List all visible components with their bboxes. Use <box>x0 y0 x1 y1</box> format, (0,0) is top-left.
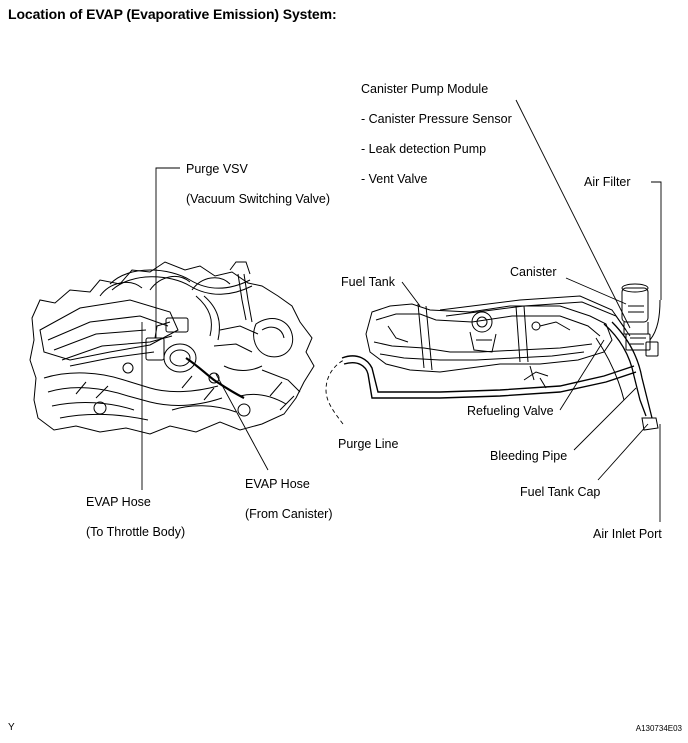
label-vent-valve: - Vent Valve <box>361 172 428 186</box>
label-to-throttle-body: (To Throttle Body) <box>86 525 186 539</box>
leader-lines <box>142 100 661 522</box>
label-canister-pump-module: Canister Pump Module <box>361 82 489 96</box>
figure-code: A130734E03 <box>635 724 682 733</box>
label-bleeding-pipe: Bleeding Pipe <box>490 449 568 463</box>
label-evap-hose-to-throttle: EVAP Hose <box>86 495 151 509</box>
label-canister-pressure-sensor: - Canister Pressure Sensor <box>361 112 512 126</box>
label-fuel-tank-cap: Fuel Tank Cap <box>520 485 601 499</box>
label-evap-hose-from-canister: EVAP Hose <box>245 477 310 491</box>
footer-mark: Y <box>8 722 15 733</box>
label-purge-vsv: Purge VSV <box>186 162 248 176</box>
label-air-inlet-port: Air Inlet Port <box>593 527 662 541</box>
label-vacuum-switching-valve: (Vacuum Switching Valve) <box>186 192 331 206</box>
engine-illustration <box>30 262 314 434</box>
diagram-title: Location of EVAP (Evaporative Emission) … <box>8 6 337 22</box>
label-refueling-valve: Refueling Valve <box>467 404 554 418</box>
label-fuel-tank: Fuel Tank <box>341 275 395 289</box>
label-from-canister: (From Canister) <box>245 507 333 521</box>
label-canister: Canister <box>510 265 557 279</box>
label-leak-detection-pump: - Leak detection Pump <box>361 142 487 156</box>
label-purge-line: Purge Line <box>338 437 399 451</box>
label-air-filter: Air Filter <box>584 175 631 189</box>
fuel-tank-illustration <box>342 284 660 430</box>
